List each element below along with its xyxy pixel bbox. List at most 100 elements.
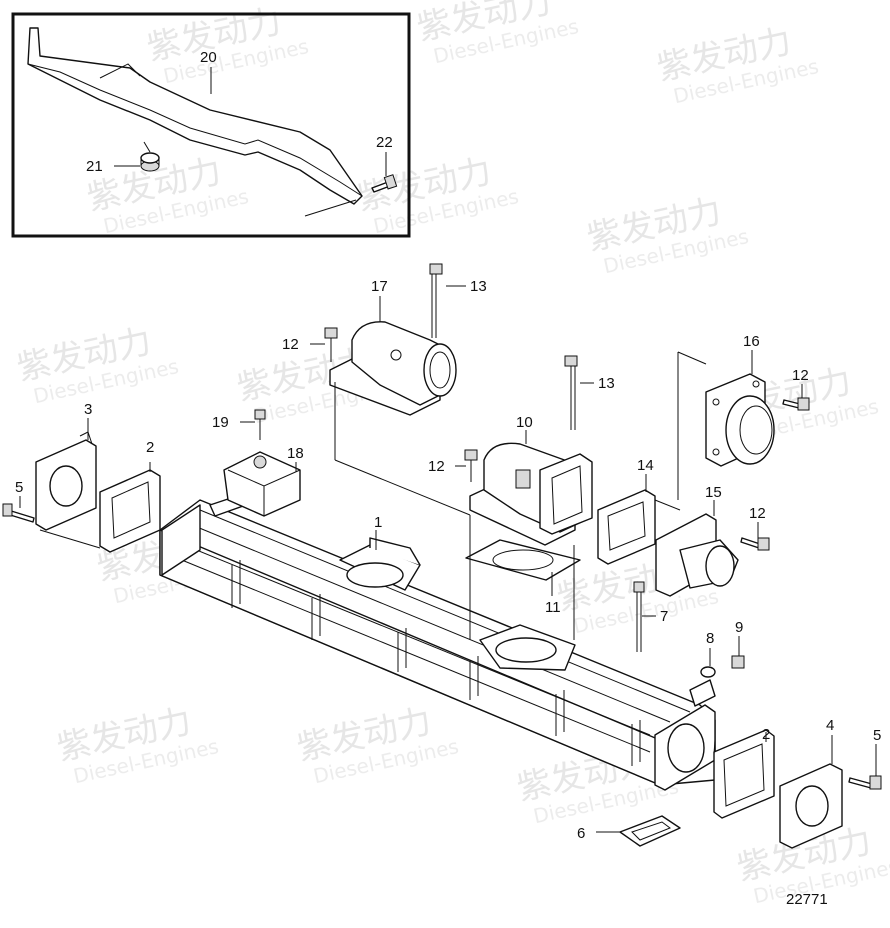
- bolt-left-part: [2, 503, 35, 523]
- drawing-number: 22771: [786, 891, 828, 908]
- manifold-rib: [171, 539, 651, 736]
- bolt-head: [797, 397, 810, 411]
- callout-label: 14: [637, 457, 654, 474]
- elbow-10-part: [469, 442, 593, 546]
- manifold-port-opening: [346, 562, 404, 588]
- gasket-14-part: [597, 489, 656, 565]
- callout-label: 12: [792, 367, 809, 384]
- elbow10-outlet-flange: [539, 453, 593, 535]
- elbow-17-part: [329, 321, 457, 416]
- callout-label: 21: [86, 158, 103, 175]
- end-cover-left-part: [35, 431, 97, 531]
- callout-label: 6: [577, 825, 585, 842]
- callout-label: 20: [200, 49, 217, 66]
- sensor-tip: [253, 455, 267, 469]
- callout-label: 7: [660, 608, 668, 625]
- washer-part: [700, 666, 716, 678]
- nut-top: [140, 152, 160, 164]
- manifold-port-opening-2: [495, 637, 557, 663]
- gasket11-body: [465, 539, 581, 581]
- watermark-mark: 紫发动力 Diesel-Engines: [354, 151, 521, 238]
- callout-label: 19: [212, 414, 229, 431]
- watermark-mark: 紫发动力 Diesel-Engines: [584, 191, 751, 278]
- bolt-head: [429, 263, 443, 275]
- flange-16-part: [705, 373, 775, 467]
- bolts-right: [740, 397, 810, 551]
- callout-labels: 1 2 2 3 4 5 5 6 7 8 9 10 11 12 12 12 12 …: [15, 49, 881, 908]
- sensor-body: [223, 451, 301, 517]
- plug-part: [731, 655, 745, 669]
- stud-washer-plug: [633, 581, 745, 678]
- manifold-end-opening: [667, 723, 705, 773]
- bolts-elbow: [324, 263, 443, 362]
- sensor-edges: [227, 469, 301, 516]
- bolt-head: [2, 503, 13, 517]
- watermark-mark: 紫发动力 Diesel-Engines: [84, 151, 251, 238]
- end-cover-opening: [795, 785, 829, 827]
- bolt-head: [757, 537, 770, 551]
- gasket-6-part: [619, 815, 681, 847]
- leader-line: [334, 459, 471, 516]
- bolt-head: [254, 409, 266, 420]
- elbow10-boss: [515, 469, 531, 489]
- callout-label: 12: [282, 336, 299, 353]
- gasket14-inner: [607, 501, 646, 551]
- callout-label: 5: [15, 479, 23, 496]
- callout-label: 12: [749, 505, 766, 522]
- bolts-elbow10: [464, 355, 578, 482]
- manifold-side-boss: [689, 679, 716, 707]
- callout-leaders: [19, 285, 877, 833]
- elbow10-outlet: [551, 465, 583, 525]
- outlet15-opening: [705, 545, 735, 587]
- leader-line: [39, 529, 101, 549]
- leader-line: [304, 199, 357, 217]
- callout-label: 8: [706, 630, 714, 647]
- callout-label: 18: [287, 445, 304, 462]
- bolt-head: [383, 174, 398, 190]
- leader-line: [143, 141, 151, 153]
- gasket14-body: [597, 489, 656, 565]
- callout-label: 15: [705, 484, 722, 501]
- manifold-bracket-lines: [239, 560, 641, 762]
- watermark-mark: 紫发动力 Diesel-Engines: [294, 701, 461, 788]
- manifold-rib: [171, 555, 651, 753]
- manifold-rib: [199, 509, 691, 713]
- callout-label: 22: [376, 134, 393, 151]
- inset-heat-shield-detail: [11, 12, 411, 238]
- callout-label: 2: [146, 439, 154, 456]
- callout-label: 13: [598, 375, 615, 392]
- callout-label: 9: [735, 619, 743, 636]
- manifold-bracket-lines: [231, 565, 633, 766]
- manifold-end-flange-left: [161, 504, 201, 576]
- gasket-inner: [723, 743, 765, 807]
- callout-label: 1: [374, 514, 382, 531]
- outlet-15-part: [655, 513, 739, 597]
- heat-shield-fold: [27, 63, 363, 197]
- manifold-rib: [179, 519, 671, 723]
- watermark-mark: 紫发动力 Diesel-Engines: [14, 321, 181, 408]
- flange16-pipe-inner: [739, 405, 773, 455]
- flange16-hole: [752, 380, 760, 388]
- watermark-mark: 紫发动力 Diesel-Engines: [414, 0, 581, 68]
- watermark-mark: 紫发动力 Diesel-Engines: [54, 701, 221, 788]
- flange16-hole: [712, 398, 720, 406]
- end-cover-opening: [49, 465, 83, 507]
- gasket-inner: [111, 481, 151, 539]
- callout-label: 10: [516, 414, 533, 431]
- bolt-19-part: [254, 409, 266, 440]
- elbow-outlet-inner: [429, 351, 451, 389]
- bolt-head: [564, 355, 578, 367]
- callout-label: 13: [470, 278, 487, 295]
- leader-line: [654, 499, 681, 511]
- callout-label: 2: [762, 726, 770, 743]
- callout-label: 4: [826, 717, 834, 734]
- bolt-shank: [848, 777, 873, 789]
- inset-frame: [11, 12, 411, 238]
- elbow-outlet: [423, 343, 457, 397]
- leader-line: [713, 739, 716, 755]
- callout-label: 3: [84, 401, 92, 418]
- callout-label: 5: [873, 727, 881, 744]
- elbow-boss: [390, 349, 402, 361]
- bolt-head: [324, 327, 338, 339]
